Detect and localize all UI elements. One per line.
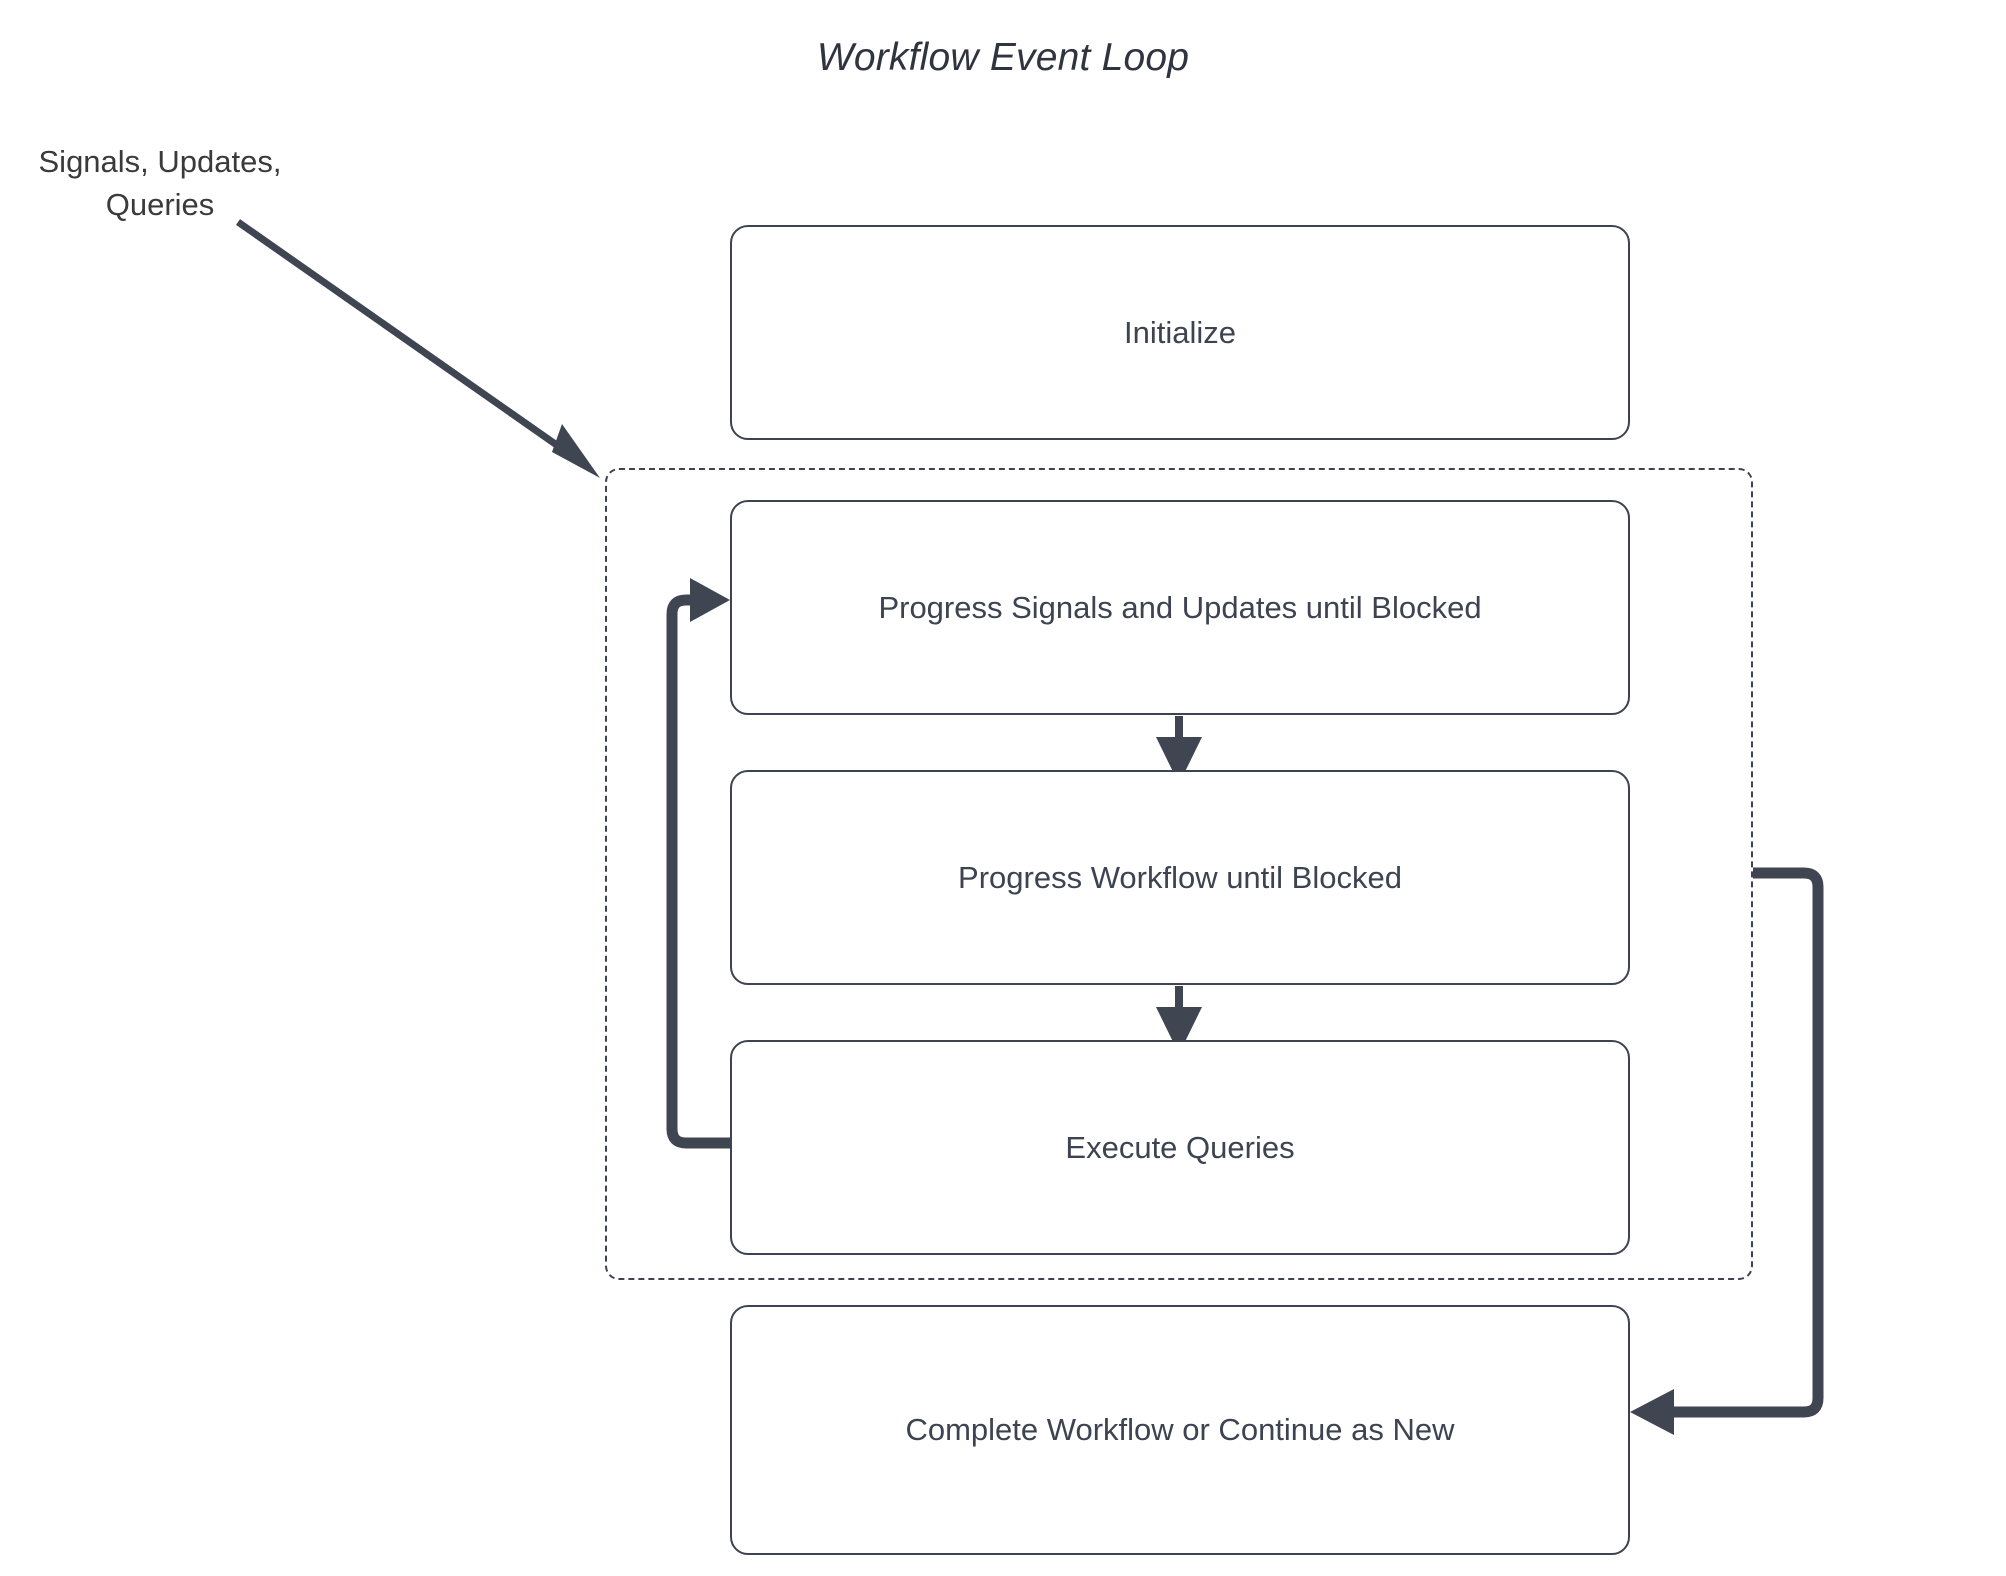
node-progress-signals-label: Progress Signals and Updates until Block… <box>878 589 1482 625</box>
node-complete-workflow-label: Complete Workflow or Continue as New <box>905 1412 1455 1448</box>
node-execute-queries[interactable]: Execute Queries <box>730 1040 1630 1255</box>
event-loop-group <box>605 468 1753 1280</box>
loop-back-connector <box>666 578 730 1149</box>
external-input-label: Signals, Updates, Queries <box>38 144 282 222</box>
node-execute-queries-label: Execute Queries <box>1065 1129 1295 1165</box>
exit-loop-connector <box>1630 867 1824 1435</box>
signals-to-workflow-arrow <box>1156 716 1202 784</box>
node-initialize[interactable]: Initialize <box>730 225 1630 440</box>
page-title: Workflow Event Loop <box>816 36 1190 79</box>
node-progress-workflow-label: Progress Workflow until Blocked <box>958 859 1402 895</box>
node-progress-workflow[interactable]: Progress Workflow until Blocked <box>730 770 1630 985</box>
external-input-arrow <box>235 219 600 478</box>
workflow-to-queries-arrow <box>1156 986 1202 1054</box>
node-initialize-label: Initialize <box>1124 314 1236 350</box>
node-complete-workflow[interactable]: Complete Workflow or Continue as New <box>730 1305 1630 1555</box>
node-progress-signals[interactable]: Progress Signals and Updates until Block… <box>730 500 1630 715</box>
